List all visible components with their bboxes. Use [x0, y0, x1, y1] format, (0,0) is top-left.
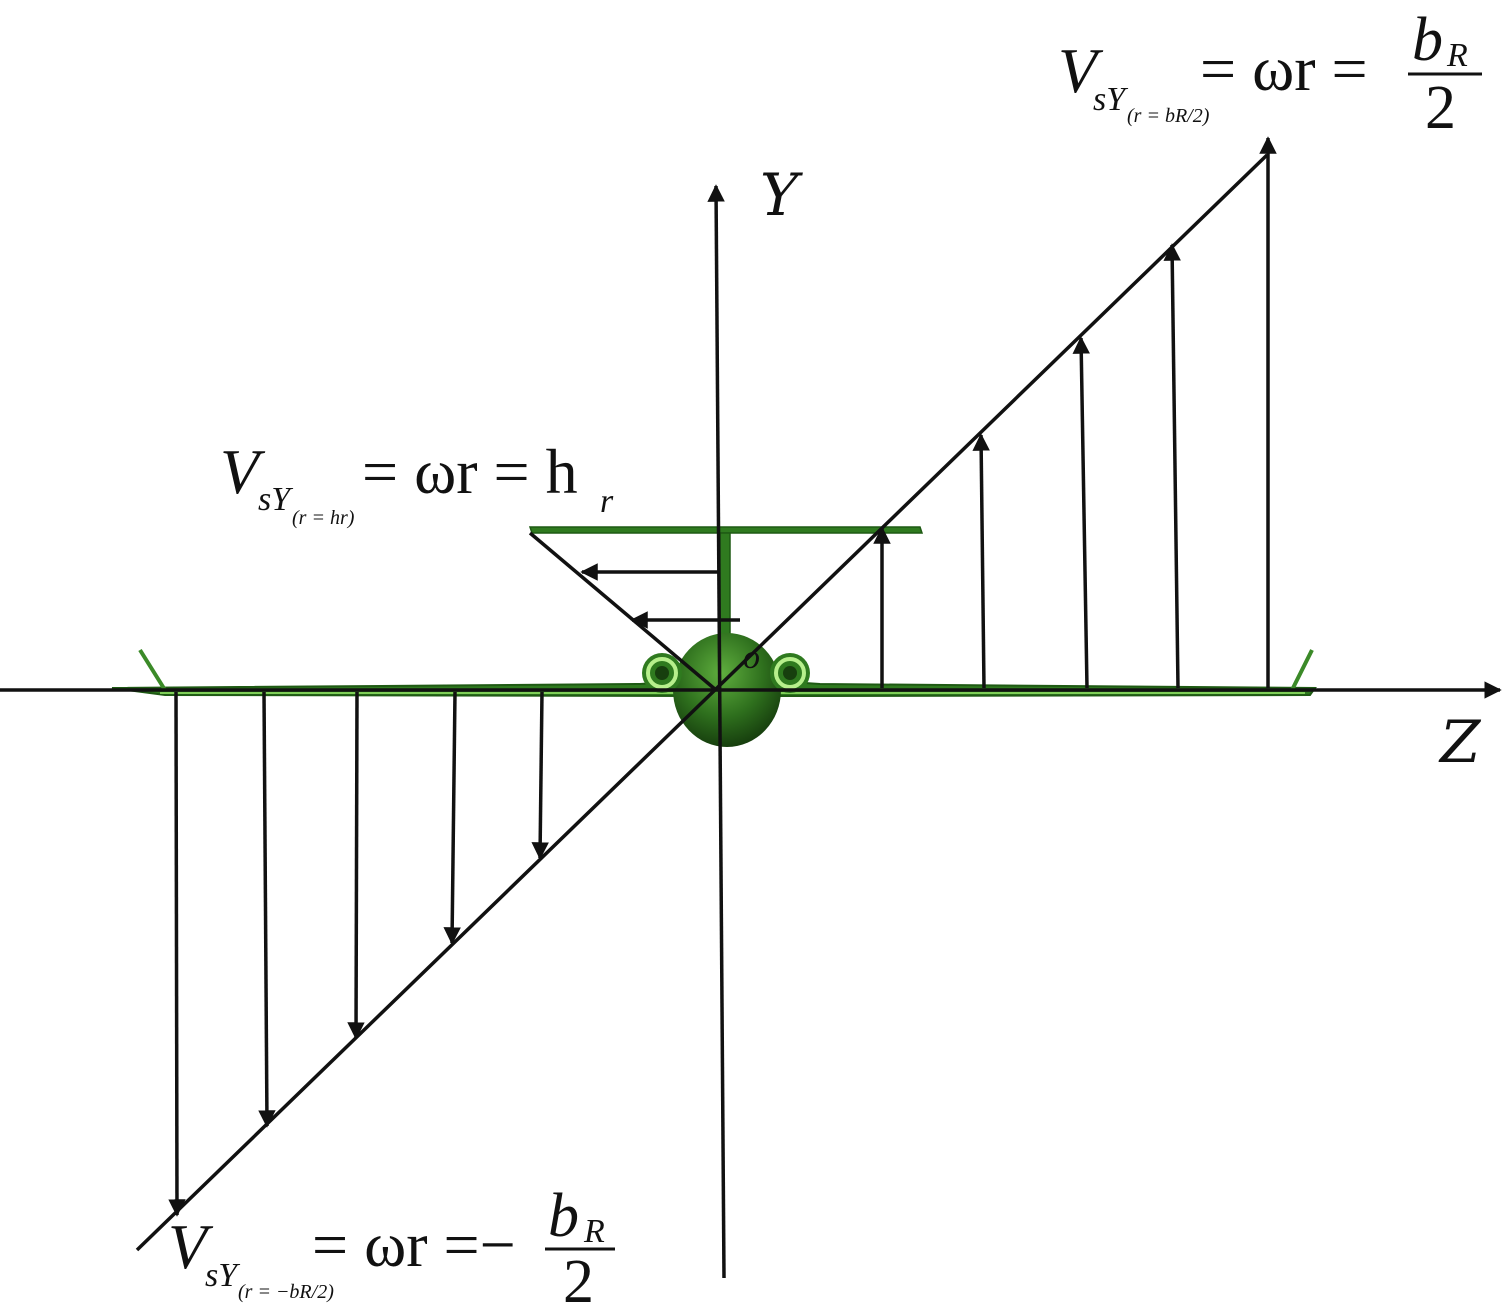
label-bottom-left-sub: sY: [205, 1257, 240, 1294]
label-bottom-left-v: V: [168, 1211, 214, 1282]
left-wing-velocity-arrows: [168, 691, 549, 1217]
right-engine: [770, 653, 810, 693]
label-top-right-num-sub: R: [1446, 37, 1468, 74]
velocity-arrow: [1072, 336, 1091, 689]
tail-distribution-line: [528, 531, 718, 692]
aircraft-front-view: [111, 526, 1317, 747]
velocity-arrow: [258, 691, 276, 1128]
z-axis-label: Z: [1438, 708, 1482, 776]
velocity-arrow: [347, 691, 365, 1040]
label-bottom-left-eq: = ωr =−: [312, 1209, 516, 1280]
right-winglet: [1290, 649, 1314, 691]
label-bottom-left-num-sub: R: [583, 1213, 605, 1250]
tail-velocity-arrows: [580, 563, 740, 629]
label-top-right: V sY (r = bR/2) = ωr = b R 2: [1058, 6, 1482, 142]
label-top-right-sub: sY: [1093, 81, 1128, 118]
velocity-arrow: [531, 691, 549, 860]
axes: Y Z: [0, 161, 1502, 1279]
origin-marker: o: [743, 639, 760, 676]
label-top-right-eq: = ωr =: [1200, 33, 1368, 104]
label-middle-subsub: (r = hr): [292, 507, 355, 529]
left-engine: [642, 653, 682, 693]
velocity-arrow: [1163, 243, 1181, 689]
right-wing-velocity-arrows: [873, 136, 1277, 689]
label-bottom-left: V sY (r = −bR/2) = ωr =− b R 2: [168, 1182, 615, 1306]
label-top-right-v: V: [1058, 35, 1104, 106]
label-bottom-left-num: b: [548, 1182, 579, 1250]
y-axis: [707, 184, 726, 1279]
label-middle-eq: = ωr = h: [362, 436, 578, 507]
aircraft-horizontal-tail: [528, 526, 924, 534]
wing-distribution-line: [135, 153, 1269, 1252]
label-top-right-num: b: [1412, 6, 1443, 74]
label-top-right-den: 2: [1425, 74, 1456, 142]
label-middle-sub: sY: [258, 481, 293, 518]
left-winglet: [138, 648, 167, 692]
label-bottom-left-den: 2: [563, 1248, 594, 1306]
aircraft-vertical-tail: [719, 532, 731, 644]
y-axis-label: Y: [760, 161, 803, 229]
velocity-arrow: [443, 691, 461, 945]
label-middle-v: V: [220, 436, 266, 507]
label-middle: V sY (r = hr) = ωr = h r: [220, 436, 614, 529]
label-middle-eq-sub: r: [600, 483, 614, 520]
distribution-lines: [135, 153, 1269, 1252]
label-top-right-subsub: (r = bR/2): [1127, 105, 1210, 127]
velocity-arrow: [168, 691, 186, 1217]
velocity-arrow: [972, 433, 990, 689]
label-bottom-left-subsub: (r = −bR/2): [238, 1281, 334, 1303]
